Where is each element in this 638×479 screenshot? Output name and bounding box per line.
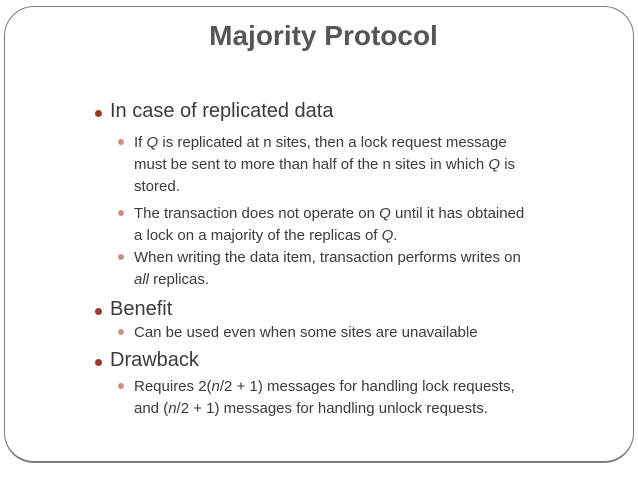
bullet-text: In case of replicated data (110, 99, 333, 123)
bullet-list: In case of replicated data If Q is replic… (0, 99, 638, 420)
bullet-dot (118, 210, 124, 216)
bullet-text: Can be used even when some sites are una… (134, 322, 478, 344)
slide-title: Majority Protocol (209, 20, 438, 51)
bullet-text-line: If Q is replicated at n sites, then a lo… (134, 134, 507, 151)
bullet-text-line: must be sent to more than half of the n … (134, 156, 516, 173)
bullet-item: Can be used even when some sites are una… (0, 322, 638, 344)
bullet-text: The transaction does not operate on Q un… (134, 203, 524, 247)
bullet-text-line: In case of replicated data (110, 100, 334, 122)
bullet-text-line: The transaction does not operate on Q un… (134, 205, 525, 222)
bullet-text-line: and (n/2 + 1) messages for handling unlo… (134, 400, 488, 417)
bullet-dot (118, 383, 124, 389)
bullet-text: Requires 2(n/2 + 1) messages for handlin… (134, 376, 515, 420)
bullet-text: If Q is replicated at n sites, then a lo… (134, 132, 515, 198)
bullet-text-line: a lock on a majority of the replicas of … (134, 227, 398, 244)
bullet-dot (95, 110, 102, 117)
bullet-text-line: Benefit (110, 298, 173, 320)
bullet-dot (95, 359, 102, 366)
bullet-text-line: Requires 2(n/2 + 1) messages for handlin… (134, 378, 515, 395)
slide-border (4, 6, 634, 463)
bullet-dot (118, 329, 124, 335)
bullet-text-line: When writing the data item, transaction … (134, 249, 521, 266)
bullet-text: Benefit (110, 297, 172, 321)
bullet-dot (118, 254, 124, 260)
bullet-text-line: Can be used even when some sites are una… (134, 324, 478, 341)
bullet-item: The transaction does not operate on Q un… (0, 203, 638, 247)
bullet-text: Drawback (110, 348, 199, 372)
bullet-dot (118, 139, 124, 145)
bullet-text-line: stored. (134, 178, 180, 195)
bullet-item: Benefit (0, 297, 638, 321)
bullet-item: When writing the data item, transaction … (0, 247, 638, 291)
bullet-item: Requires 2(n/2 + 1) messages for handlin… (0, 376, 638, 420)
bullet-item: Drawback (0, 348, 638, 372)
bullet-item: In case of replicated data (0, 99, 638, 123)
bullet-text: When writing the data item, transaction … (134, 247, 521, 291)
bullet-item: If Q is replicated at n sites, then a lo… (0, 132, 638, 198)
bullet-text-line: Drawback (110, 349, 199, 371)
bullet-text-line: all replicas. (134, 271, 210, 288)
bullet-dot (95, 308, 102, 315)
